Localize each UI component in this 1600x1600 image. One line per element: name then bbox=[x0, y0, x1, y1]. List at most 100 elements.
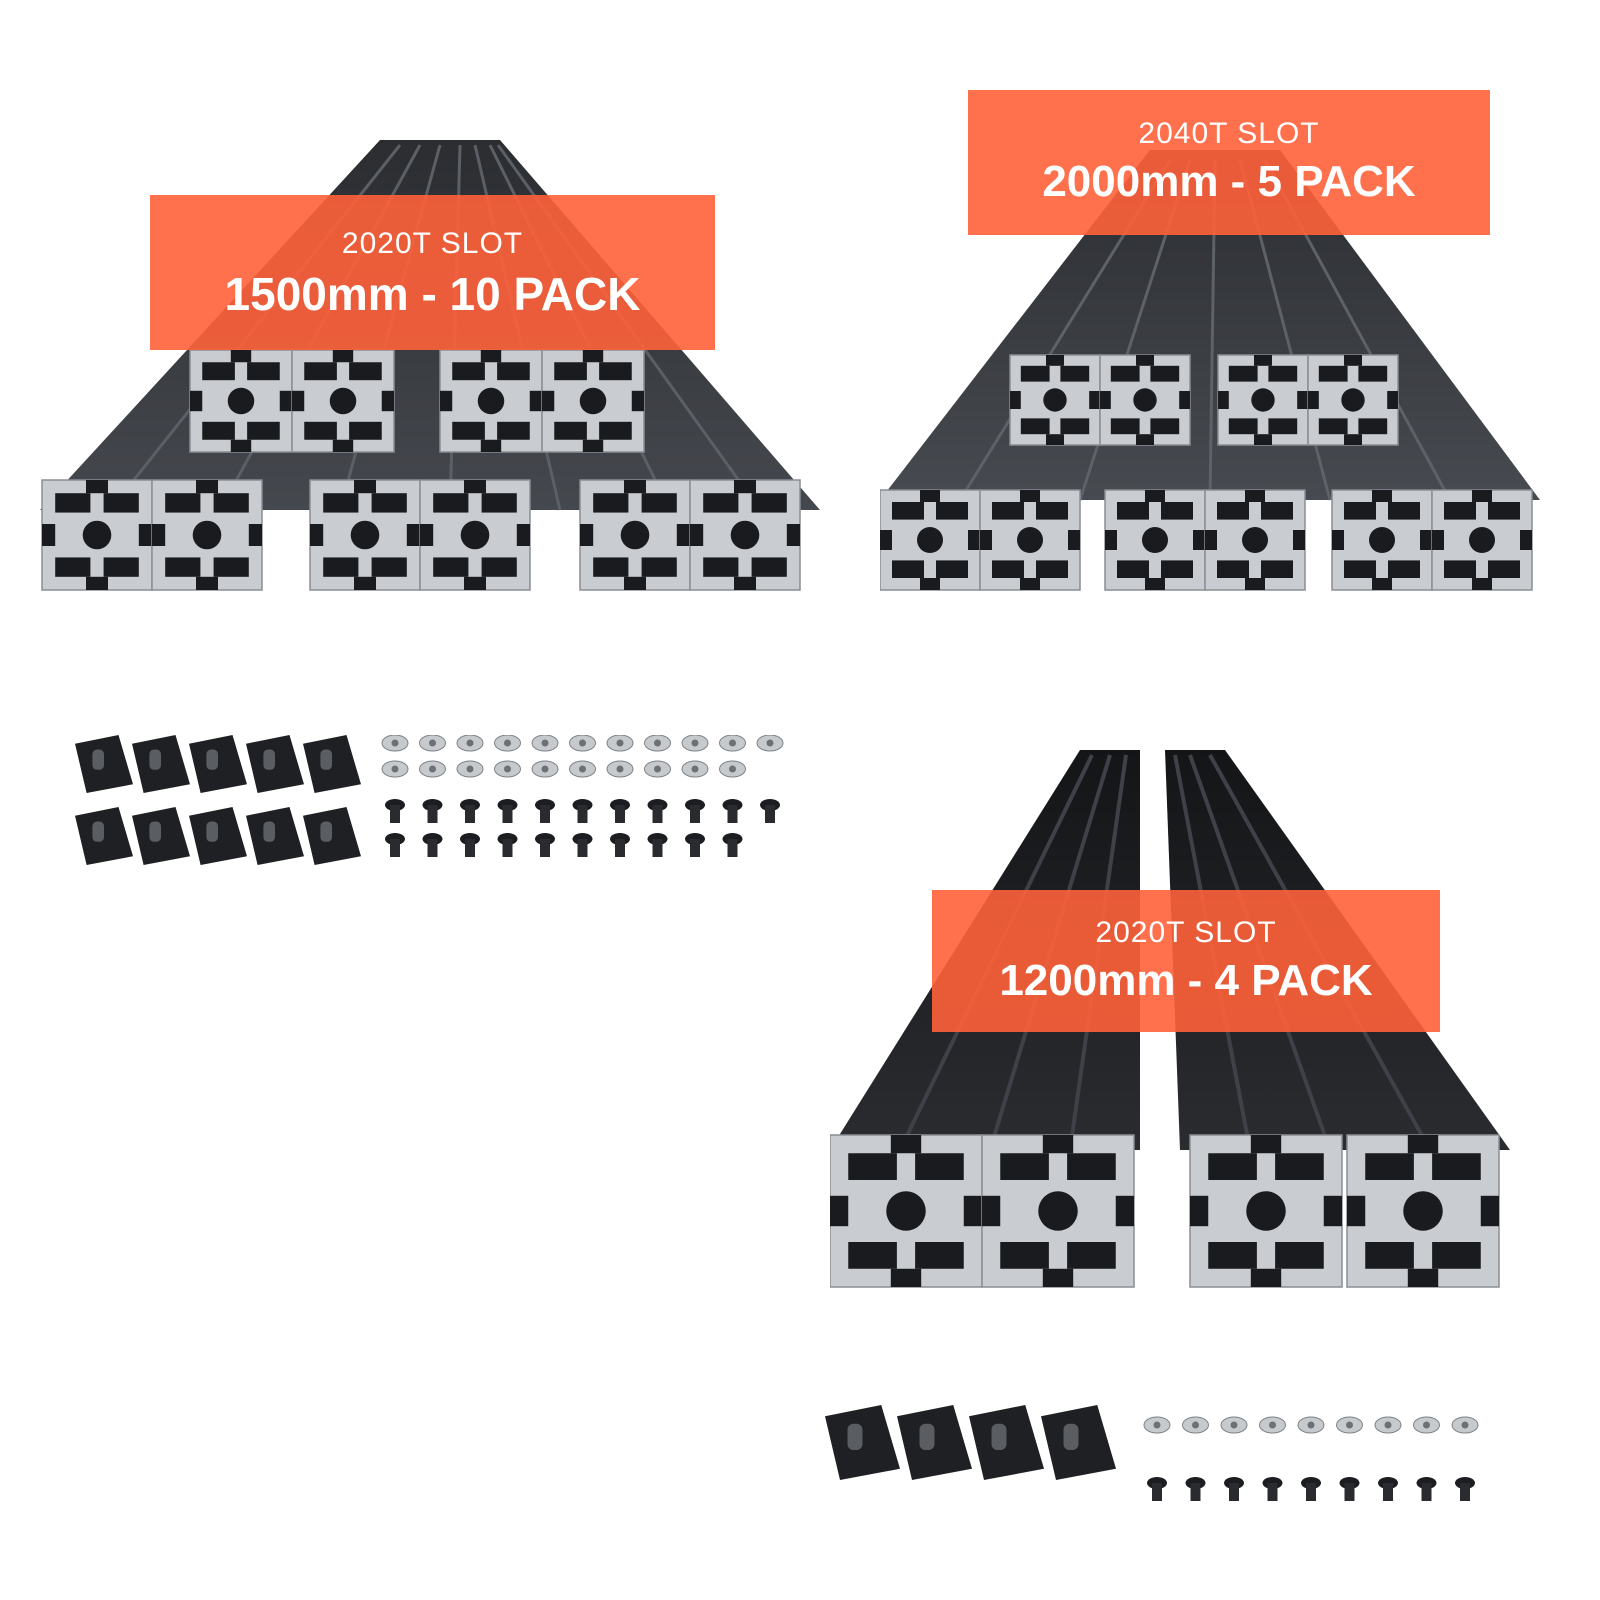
t-nut-14 bbox=[494, 760, 521, 778]
hex-screw-5 bbox=[1339, 1477, 1360, 1501]
t-nut-16 bbox=[569, 760, 596, 778]
t-nut-17 bbox=[606, 760, 634, 778]
angle-bracket-2 bbox=[969, 1405, 1044, 1480]
hex-screw-19 bbox=[685, 833, 705, 857]
t-nut-3 bbox=[1259, 1416, 1286, 1434]
t-nut-15 bbox=[531, 760, 559, 778]
profile-end-back-3 bbox=[541, 349, 645, 453]
t-nut-11 bbox=[381, 760, 409, 778]
hex-screw-0 bbox=[1147, 1477, 1167, 1501]
hex-screw-7 bbox=[1416, 1477, 1437, 1501]
hex-screw-4 bbox=[1301, 1477, 1321, 1501]
hex-screw-1 bbox=[1185, 1477, 1206, 1501]
hex-screw-16 bbox=[572, 833, 593, 857]
t-nut-0 bbox=[381, 735, 409, 752]
accessories-photo-10 bbox=[75, 735, 784, 865]
angle-bracket-1 bbox=[897, 1405, 972, 1480]
angle-bracket-1 bbox=[132, 735, 190, 793]
t-nut-5 bbox=[569, 735, 596, 752]
hex-screw-3 bbox=[497, 799, 518, 823]
hex-screw-13 bbox=[460, 833, 480, 857]
profile2040-back-0-b bbox=[1099, 354, 1191, 446]
hex-screw-8 bbox=[1455, 1477, 1475, 1501]
t-nut-18 bbox=[644, 760, 671, 778]
profile-ends-5 bbox=[880, 354, 1533, 591]
profile-ends-4 bbox=[830, 1134, 1500, 1288]
hex-screw-7 bbox=[647, 799, 668, 823]
t-nut-9 bbox=[719, 735, 746, 752]
profile2040-front-1-b bbox=[1204, 489, 1306, 591]
product-title-3: 1200mm - 4 PACK bbox=[999, 956, 1373, 1005]
t-nut-5 bbox=[1336, 1416, 1363, 1434]
product-banner-2: 2040T SLOT 2000mm - 5 PACK bbox=[968, 90, 1490, 235]
hex-screw-3 bbox=[1262, 1477, 1283, 1501]
t-nut-4 bbox=[531, 735, 559, 752]
t-nut-13 bbox=[456, 760, 484, 778]
hex-screw-18 bbox=[647, 833, 668, 857]
profile-end-front-4 bbox=[579, 479, 691, 591]
extrusion-photo-5-pack bbox=[880, 150, 1540, 591]
t-nut-19 bbox=[681, 760, 709, 778]
product-subtitle-3: 2020T SLOT bbox=[1095, 916, 1277, 949]
hex-screw-11 bbox=[385, 833, 405, 857]
hex-screw-12 bbox=[422, 833, 443, 857]
product-subtitle-1: 2020T SLOT bbox=[341, 227, 524, 260]
angle-bracket-0 bbox=[825, 1405, 900, 1480]
profile2040-front-2-a bbox=[1331, 489, 1433, 591]
profile2040-front-0-a bbox=[880, 489, 981, 591]
t-nut-0 bbox=[1143, 1416, 1171, 1434]
hex-screw-1 bbox=[422, 799, 443, 823]
hex-screw-6 bbox=[610, 799, 630, 823]
t-nut-8 bbox=[1451, 1416, 1479, 1434]
profile2040-back-1-a bbox=[1217, 354, 1309, 446]
angle-bracket-2 bbox=[189, 735, 247, 793]
product-subtitle-2: 2040T SLOT bbox=[1138, 117, 1320, 150]
hex-screw-14 bbox=[497, 833, 518, 857]
hex-screw-4 bbox=[535, 799, 555, 823]
t-nut-1 bbox=[1182, 1416, 1209, 1434]
profile-end-3 bbox=[1346, 1134, 1500, 1288]
t-nut-8 bbox=[681, 735, 709, 752]
angle-bracket-3 bbox=[246, 735, 304, 793]
angle-bracket-6 bbox=[132, 807, 190, 865]
profile-end-back-0 bbox=[189, 349, 293, 453]
hex-screw-10 bbox=[760, 799, 780, 823]
t-nut-2 bbox=[456, 735, 484, 752]
profile-ends-10 bbox=[41, 349, 801, 591]
t-nut-12 bbox=[419, 760, 446, 778]
profile-end-front-3 bbox=[419, 479, 531, 591]
t-nut-4 bbox=[1297, 1416, 1325, 1434]
profile2040-back-1-b bbox=[1307, 354, 1399, 446]
product-banner-3: 2020T SLOT 1200mm - 4 PACK bbox=[932, 890, 1440, 1032]
product-banner-1: 2020T SLOT 1500mm - 10 PACK bbox=[150, 195, 715, 350]
t-nut-7 bbox=[1413, 1416, 1440, 1434]
accessories-kit-10 bbox=[70, 735, 810, 895]
profile-end-1 bbox=[981, 1134, 1135, 1288]
hex-screw-2 bbox=[460, 799, 480, 823]
profile2040-front-0-b bbox=[979, 489, 1081, 591]
accessories-photo-4 bbox=[825, 1405, 1479, 1501]
angle-bracket-0 bbox=[75, 735, 133, 793]
hex-screw-15 bbox=[535, 833, 555, 857]
profile-end-front-0 bbox=[41, 479, 153, 591]
product-title-1: 1500mm - 10 PACK bbox=[224, 268, 641, 320]
hex-screw-9 bbox=[722, 799, 743, 823]
angle-bracket-5 bbox=[75, 807, 133, 865]
profile2040-back-0-a bbox=[1009, 354, 1101, 446]
angle-bracket-3 bbox=[1041, 1405, 1116, 1480]
angle-bracket-9 bbox=[303, 807, 361, 865]
hex-screw-20 bbox=[722, 833, 743, 857]
hex-screw-2 bbox=[1224, 1477, 1244, 1501]
angle-bracket-7 bbox=[189, 807, 247, 865]
product-panel-2040-2000: 2040T SLOT 2000mm - 5 PACK bbox=[880, 90, 1580, 620]
profile-end-front-1 bbox=[151, 479, 263, 591]
hex-screw-17 bbox=[610, 833, 630, 857]
extrusion-photo-4-pack bbox=[830, 750, 1510, 1288]
profile-end-front-5 bbox=[689, 479, 801, 591]
hex-screw-0 bbox=[385, 799, 405, 823]
accessories-kit-4 bbox=[825, 1395, 1525, 1545]
t-nut-1 bbox=[419, 735, 446, 752]
hex-screw-8 bbox=[685, 799, 705, 823]
hex-screw-5 bbox=[572, 799, 593, 823]
t-nut-20 bbox=[719, 760, 746, 778]
